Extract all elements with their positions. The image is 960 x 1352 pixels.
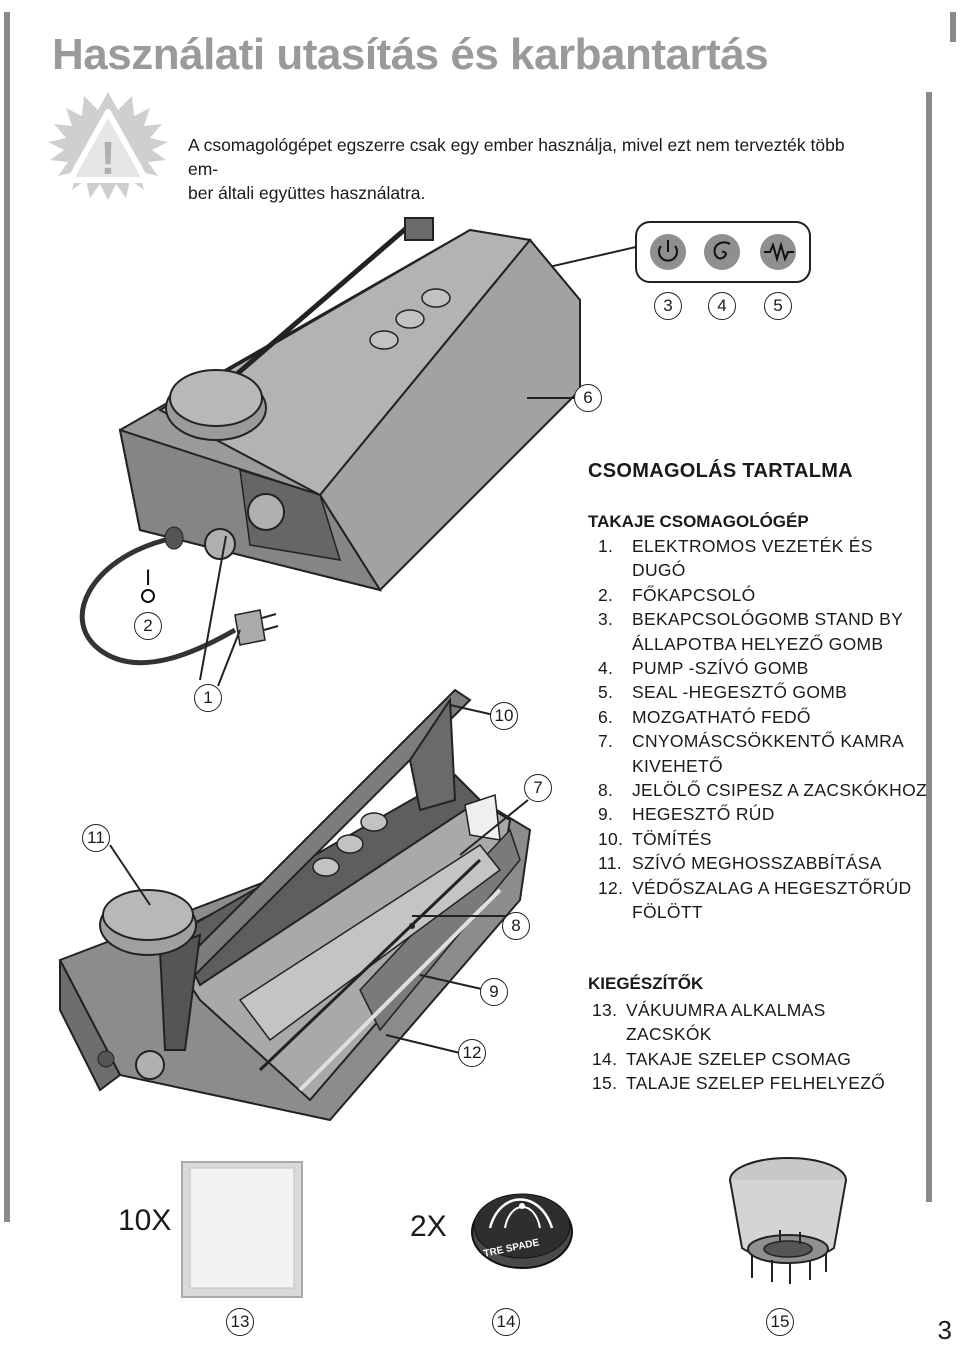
- list-item: 1. ELEKTROMOS VEZETÉK ÉS: [598, 534, 927, 558]
- list-item: FÖLÖTT: [632, 902, 703, 923]
- list-item: 7. CNYOMÁSCSÖKKENTŐ KAMRA: [598, 729, 927, 753]
- open-machine: [58, 688, 532, 1122]
- list-item-number: 7.: [598, 731, 614, 752]
- list-item: 3. BEKAPCSOLÓGOMB STAND BY: [598, 607, 927, 631]
- valve-applicator-illustration: [729, 1157, 847, 1284]
- list-item-text: BEKAPCSOLÓGOMB STAND BY: [632, 609, 904, 630]
- list-item-text: HEGESZTŐ RÚD: [632, 804, 775, 825]
- list-item-number: 5.: [598, 682, 614, 703]
- valves-quantity: 2X: [410, 1210, 447, 1243]
- valve-disk-illustration: TRE SPADE: [471, 1193, 573, 1269]
- right-frame-bar: [926, 92, 932, 1202]
- list-item-number: 14.: [592, 1048, 618, 1069]
- switch-off-mark: [141, 589, 155, 603]
- list-item: 6. MOZGATHATÓ FEDŐ: [598, 705, 927, 729]
- list-item-text: TALAJE SZELEP FELHELYEZŐ: [626, 1073, 886, 1094]
- top-right-frame-bar: [950, 12, 956, 42]
- list-item-text: VÉDŐSZALAG A HEGESZTŐRÚD: [632, 877, 912, 898]
- list-item-text: TAKAJE SZELEP CSOMAG: [626, 1048, 852, 1069]
- accessories-list: 13. VÁKUUMRA ALKALMAS ZACSKÓK 14. TAKAJE SZE…: [592, 998, 885, 1096]
- spiral-pump-icon: [704, 234, 740, 270]
- list-item: ÁLLAPOTBA HELYEZŐ GOMB: [632, 633, 884, 654]
- callout-2: 2: [134, 612, 162, 640]
- callout-7: 7: [524, 774, 552, 802]
- list-item-number: 2.: [598, 584, 614, 605]
- callout-13: 13: [226, 1308, 254, 1336]
- callout-4: 4: [708, 292, 736, 320]
- switch-on-mark: I: [145, 565, 151, 590]
- bags-quantity: 10X: [118, 1204, 172, 1237]
- list-item-number: 15.: [592, 1073, 618, 1094]
- contents-heading: CSOMAGOLÁS TARTALMA: [588, 460, 853, 482]
- list-item: 12. VÉDŐSZALAG A HEGESZTŐRÚD: [598, 876, 927, 900]
- list-item-number: 3.: [598, 609, 614, 630]
- callout-12: 12: [458, 1039, 486, 1067]
- list-item: 15. TALAJE SZELEP FELHELYEZŐ: [592, 1071, 885, 1095]
- callout-14: 14: [492, 1308, 520, 1336]
- list-item: KIVEHETŐ: [632, 755, 723, 776]
- list-item-number: 11.: [598, 853, 622, 874]
- left-frame-bar: [4, 12, 10, 1222]
- list-item-text: FŐKAPCSOLÓ: [632, 584, 756, 605]
- warning-text: A csomagológépet egszerre csak egy ember…: [188, 135, 845, 203]
- callout-15: 15: [766, 1308, 794, 1336]
- list-item-text: JELÖLŐ CSIPESZ A ZACSKÓKHOZ: [632, 780, 927, 801]
- list-item: 5. SEAL -HEGESZTŐ GOMB: [598, 680, 927, 704]
- accessories-heading: KIEGÉSZÍTŐK: [588, 974, 704, 993]
- callout-6: 6: [574, 384, 602, 412]
- svg-text:!: !: [100, 132, 115, 184]
- list-item: 9. HEGESZTŐ RÚD: [598, 802, 927, 826]
- list-item-number: 4.: [598, 658, 614, 679]
- list-item: 10. TÖMÍTÉS: [598, 827, 927, 851]
- list-item-text: TÖMÍTÉS: [632, 828, 712, 849]
- callout-10: 10: [490, 702, 518, 730]
- list-item-number: 10.: [598, 828, 624, 849]
- list-item-number: 8.: [598, 780, 614, 801]
- callout-9: 9: [480, 978, 508, 1006]
- list-item-text: CNYOMÁSCSÖKKENTŐ KAMRA: [632, 731, 905, 752]
- list-item-text: SEAL -HEGESZTŐ GOMB: [632, 682, 848, 703]
- vacuum-bag-illustration: [181, 1161, 303, 1298]
- machine-heading: TAKAJE CSOMAGOLÓGÉP: [588, 512, 809, 531]
- callout-11: 11: [82, 824, 110, 852]
- callout-1: 1: [194, 684, 222, 712]
- callout-5: 5: [764, 292, 792, 320]
- list-item: 2. FŐKAPCSOLÓ: [598, 583, 927, 607]
- closed-machine: [79, 217, 581, 666]
- power-icon: [650, 234, 686, 270]
- list-item: 14. TAKAJE SZELEP CSOMAG: [592, 1047, 885, 1071]
- leader-lines: [109, 397, 574, 1054]
- list-item-number: 12.: [598, 877, 624, 898]
- list-item-text: MOZGATHATÓ FEDŐ: [632, 706, 811, 727]
- callout-8: 8: [502, 912, 530, 940]
- list-item-text: VÁKUUMRA ALKALMAS: [626, 1000, 826, 1020]
- page-number: 3: [937, 1315, 952, 1345]
- page-title: Használati utasítás és karbantartás: [52, 30, 769, 79]
- list-item: 13. VÁKUUMRA ALKALMAS: [592, 998, 885, 1022]
- list-item-text: SZÍVÓ MEGHOSSZABBÍTÁSA: [632, 853, 882, 874]
- list-item: 4. PUMP -SZÍVÓ GOMB: [598, 656, 927, 680]
- seal-heater-icon: [760, 234, 796, 270]
- list-item-number: 9.: [598, 804, 614, 825]
- list-item-text: PUMP -SZÍVÓ GOMB: [632, 658, 809, 679]
- list-item-number: 13.: [592, 1000, 618, 1020]
- warning-triangle-icon: !: [48, 92, 168, 200]
- list-item-text: ELEKTROMOS VEZETÉK ÉS: [632, 536, 873, 556]
- list-item: ZACSKÓK: [626, 1024, 712, 1045]
- list-item: 11. SZÍVÓ MEGHOSSZABBÍTÁSA: [598, 851, 927, 875]
- list-item: DUGÓ: [632, 560, 686, 581]
- callout-3: 3: [654, 292, 682, 320]
- list-item-number: 6.: [598, 706, 614, 727]
- list-item: 8. JELÖLŐ CSIPESZ A ZACSKÓKHOZ: [598, 778, 927, 802]
- list-item-number: 1.: [598, 536, 614, 556]
